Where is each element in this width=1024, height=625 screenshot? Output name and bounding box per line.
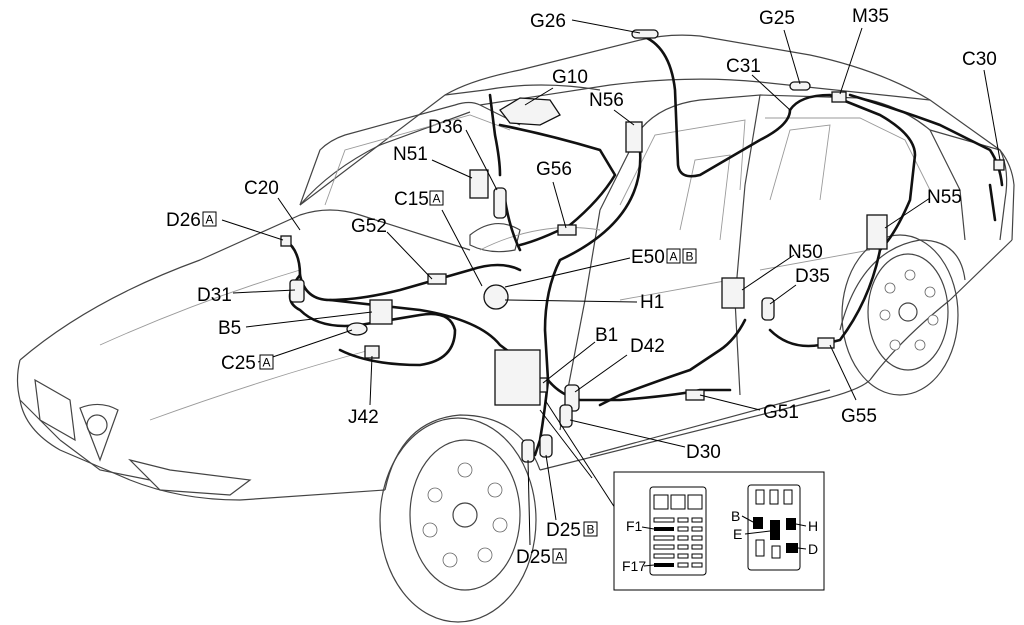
component-m35 xyxy=(831,91,847,103)
component-n55 xyxy=(866,214,888,250)
label-c25: C25 xyxy=(221,353,256,374)
rear-wheel xyxy=(841,234,959,396)
tag-d25b-b: B xyxy=(587,523,595,537)
label-relay-b: B xyxy=(731,508,740,524)
component-h1 xyxy=(483,284,509,310)
label-d36: D36 xyxy=(428,117,463,138)
label-d42: D42 xyxy=(630,336,665,357)
label-relay-h: H xyxy=(808,518,818,534)
label-fuse-first: F1 xyxy=(626,518,643,534)
relay-e xyxy=(770,520,780,540)
label-d25b: D25 xyxy=(546,520,581,541)
label-m35: M35 xyxy=(852,6,889,27)
component-c30 xyxy=(993,159,1005,171)
label-d30: D30 xyxy=(686,442,721,463)
tag-d26-a: A xyxy=(206,213,214,227)
component-d35 xyxy=(761,297,775,321)
tag-c15-a: A xyxy=(433,192,441,206)
label-d26-group: D26 A xyxy=(166,210,217,231)
label-d31: D31 xyxy=(197,285,232,306)
label-d25a-group: D25 A xyxy=(516,547,567,568)
label-d35: D35 xyxy=(795,266,830,287)
label-c25-group: C25 A xyxy=(221,353,274,374)
label-g52: G52 xyxy=(351,216,387,237)
component-c25 xyxy=(346,322,368,336)
label-c15-group: C15 A xyxy=(394,189,444,210)
relay-d xyxy=(786,543,798,553)
label-b5: B5 xyxy=(218,318,241,339)
component-d25b xyxy=(539,434,553,458)
component-g25 xyxy=(789,81,811,91)
component-g56 xyxy=(557,224,577,236)
labels: G26 G25 M35 C30 G10 C31 N56 D36 N51 G56 … xyxy=(166,6,997,574)
tag-c25-a: A xyxy=(263,356,271,370)
component-d31 xyxy=(289,279,305,303)
label-d25b-group: D25 B xyxy=(546,520,598,541)
label-h1: H1 xyxy=(640,292,664,313)
label-n55: N55 xyxy=(927,187,962,208)
component-g26 xyxy=(631,29,659,39)
label-g55: G55 xyxy=(841,406,877,427)
label-d25a: D25 xyxy=(516,547,551,568)
label-n50: N50 xyxy=(788,242,823,263)
relay-h xyxy=(786,518,796,530)
component-n50 xyxy=(721,277,745,309)
label-c20: C20 xyxy=(244,178,279,199)
relay-b xyxy=(753,517,763,529)
label-j42: J42 xyxy=(348,407,379,428)
component-d36 xyxy=(493,187,507,219)
component-g52 xyxy=(427,273,447,285)
tag-e50-b: B xyxy=(686,250,694,264)
label-c15: C15 xyxy=(394,189,429,210)
component-g51 xyxy=(685,389,705,401)
component-d25a xyxy=(521,439,535,463)
wiring-harness xyxy=(283,33,1004,457)
label-e50-group: E50 A B xyxy=(631,247,697,268)
label-d26: D26 xyxy=(166,210,201,231)
label-fuse-last: F17 xyxy=(622,558,646,574)
fuse-box-inset xyxy=(613,471,825,591)
component-g55 xyxy=(817,337,835,349)
front-wheel xyxy=(379,417,537,623)
tag-d25a-a: A xyxy=(556,550,564,564)
label-e50: E50 xyxy=(631,247,665,268)
label-c31: C31 xyxy=(726,56,761,77)
component-b5 xyxy=(369,299,393,325)
tag-e50-a: A xyxy=(670,250,678,264)
component-d30 xyxy=(559,404,573,428)
label-g26: G26 xyxy=(530,11,566,32)
label-g25: G25 xyxy=(759,8,795,29)
label-g56: G56 xyxy=(536,159,572,180)
label-relay-d: D xyxy=(808,541,818,557)
label-c30: C30 xyxy=(962,49,997,70)
component-n51 xyxy=(469,169,489,199)
label-relay-e: E xyxy=(733,526,742,542)
label-g51: G51 xyxy=(763,402,799,423)
label-n51: N51 xyxy=(393,144,428,165)
label-b1: B1 xyxy=(595,325,618,346)
component-n56 xyxy=(625,121,643,153)
fuse-rows xyxy=(653,517,703,568)
component-fusebox xyxy=(494,349,541,406)
label-g10: G10 xyxy=(552,67,588,88)
component-g10 xyxy=(499,97,561,126)
label-n56: N56 xyxy=(589,90,624,111)
component-d26 xyxy=(280,235,292,247)
leader-lines xyxy=(221,19,1001,546)
